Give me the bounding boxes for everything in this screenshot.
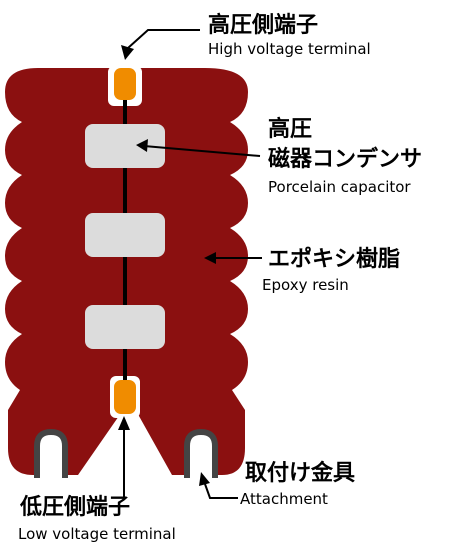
attachment-label-en: Attachment xyxy=(240,490,328,508)
low-voltage-terminal-label-en: Low voltage terminal xyxy=(18,525,176,543)
attachment-label-ja: 取付け金具 xyxy=(245,460,355,486)
porcelain-capacitor-3 xyxy=(85,305,165,349)
low-voltage-terminal xyxy=(114,380,136,414)
high-voltage-terminal-label-ja: 高圧側端子 xyxy=(208,12,318,38)
leader-high-voltage xyxy=(121,29,200,60)
epoxy-resin-label-en: Epoxy resin xyxy=(262,276,349,294)
high-voltage-terminal xyxy=(114,68,136,100)
porcelain-capacitor-2 xyxy=(85,213,165,257)
leader-low-voltage xyxy=(118,416,130,500)
high-voltage-terminal-label-en: High voltage terminal xyxy=(208,40,371,58)
porcelain-capacitor-label-ja-2: 磁器コンデンサ xyxy=(268,146,422,172)
leader-epoxy xyxy=(204,252,262,264)
porcelain-capacitor-1 xyxy=(85,124,165,168)
attachment-left xyxy=(34,428,68,478)
low-voltage-terminal-label-ja: 低圧側端子 xyxy=(19,495,130,520)
attachment-right xyxy=(184,428,218,478)
leader-capacitor xyxy=(136,139,261,157)
epoxy-resin-label-ja: エポキシ樹脂 xyxy=(268,246,400,272)
leader-attachment xyxy=(199,472,238,499)
porcelain-capacitor-label-en: Porcelain capacitor xyxy=(268,178,411,196)
porcelain-capacitor-label-ja-1: 高圧 xyxy=(268,116,312,142)
